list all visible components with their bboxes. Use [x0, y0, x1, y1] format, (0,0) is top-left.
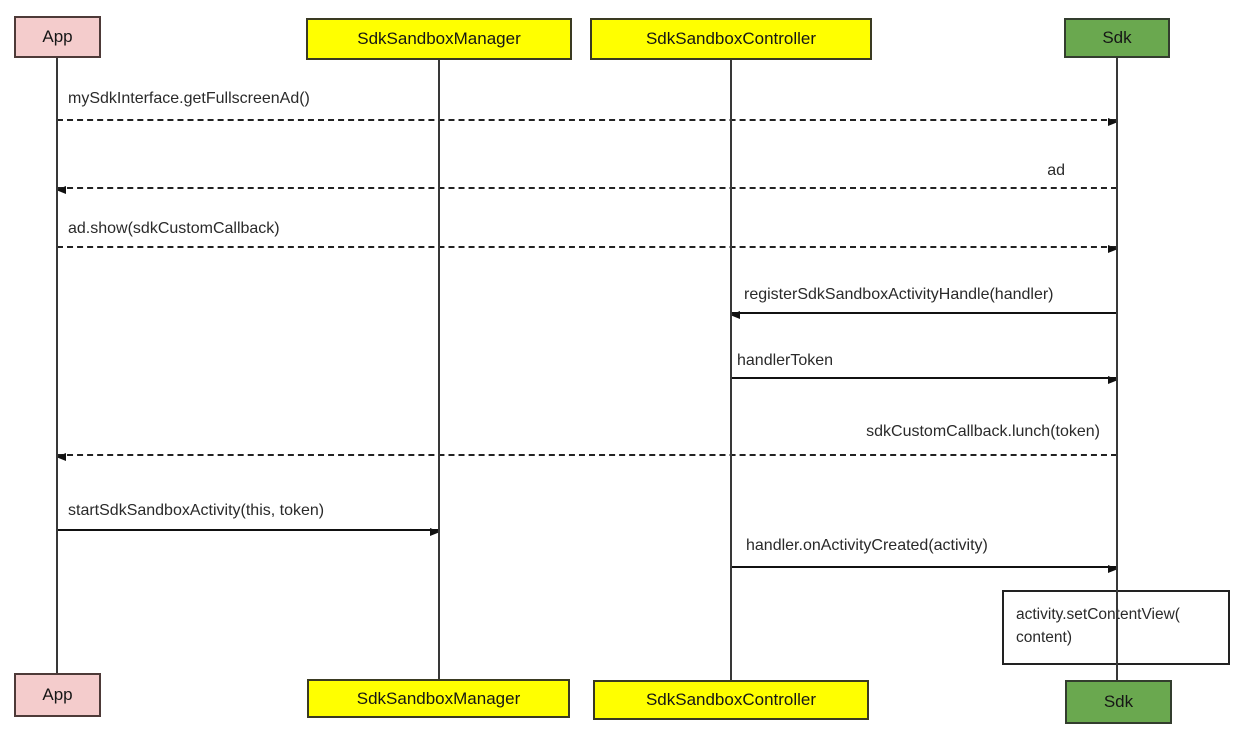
actor-controller-top: SdkSandboxController — [590, 18, 872, 60]
note-line-1: activity.setContentView( — [1016, 606, 1180, 623]
message-arrow-onactivitycreated — [731, 565, 1118, 573]
arrowhead-right-icon — [1108, 565, 1118, 573]
message-label-getfullscreenad: mySdkInterface.getFullscreenAd() — [68, 90, 310, 107]
actor-manager-top: SdkSandboxManager — [306, 18, 572, 60]
message-arrow-adshow — [57, 245, 1118, 253]
lifeline-controller — [730, 60, 732, 680]
actor-controller-bottom: SdkSandboxController — [593, 680, 869, 720]
arrowhead-right-icon — [1108, 245, 1118, 253]
arrowhead-left-icon — [730, 311, 740, 319]
lifeline-manager — [438, 60, 440, 679]
lifeline-sdk — [1116, 58, 1118, 680]
message-label-registerhandle: registerSdkSandboxActivityHandle(handler… — [744, 286, 1054, 303]
actor-app-top: App — [14, 16, 101, 58]
message-arrow-ad — [56, 186, 1117, 194]
message-arrow-lunch — [56, 453, 1117, 461]
message-arrow-getfullscreenad — [57, 118, 1118, 126]
arrowhead-right-icon — [430, 528, 440, 536]
message-label-ad: ad — [1047, 162, 1065, 179]
arrowhead-right-icon — [1108, 376, 1118, 384]
actor-manager-bottom: SdkSandboxManager — [307, 679, 570, 718]
note-line-2: content) — [1016, 629, 1073, 647]
arrowhead-left-icon — [56, 453, 66, 461]
message-label-onactivitycreated: handler.onActivityCreated(activity) — [746, 537, 988, 554]
lifeline-app — [56, 58, 58, 673]
arrowhead-right-icon — [1108, 118, 1118, 126]
message-arrow-handlertoken — [731, 376, 1118, 384]
actor-sdk-top: Sdk — [1064, 18, 1170, 58]
message-label-lunch: sdkCustomCallback.lunch(token) — [866, 423, 1100, 440]
actor-sdk-bottom: Sdk — [1065, 680, 1172, 724]
message-label-adshow: ad.show(sdkCustomCallback) — [68, 220, 280, 237]
message-arrow-registerhandle — [730, 311, 1117, 319]
message-arrow-startactivity — [57, 528, 440, 536]
message-label-handlertoken: handlerToken — [737, 352, 834, 369]
arrowhead-left-icon — [56, 186, 66, 194]
message-label-startactivity: startSdkSandboxActivity(this, token) — [68, 502, 325, 519]
actor-app-bottom: App — [14, 673, 101, 717]
